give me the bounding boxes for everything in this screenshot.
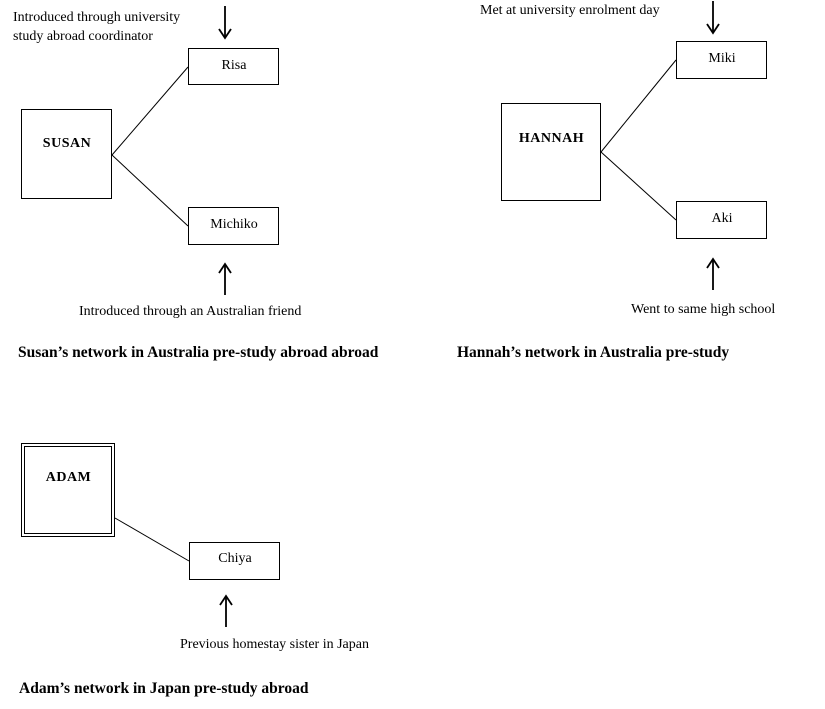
michiko-box (188, 207, 279, 245)
adam-center-label: ADAM (45, 470, 92, 485)
susan-note-bottom: Introduced through an Australian friend (79, 304, 302, 319)
risa-label: Risa (221, 58, 247, 73)
hannah-miki-link (600, 59, 677, 153)
risa-box (188, 48, 279, 85)
arrow-down-icon (218, 6, 232, 40)
michiko-label: Michiko (210, 217, 258, 232)
susan-caption: Susan’s network in Australia pre-study a… (18, 344, 379, 361)
susan-box (21, 109, 112, 199)
susan-center-label: SUSAN (42, 136, 92, 151)
adam-chiya-link (114, 517, 190, 562)
arrow-down-icon (706, 1, 720, 35)
arrow-up-icon (219, 594, 233, 627)
hannah-box (501, 103, 601, 201)
arrow-up-icon (706, 257, 720, 290)
aki-label: Aki (711, 211, 733, 226)
hannah-center-label: HANNAH (518, 131, 585, 146)
hannah-note-top: Met at university enrolment day (480, 3, 660, 18)
arrow-up-icon (218, 262, 232, 295)
susan-michiko-link (111, 154, 189, 227)
susan-note-top-line2: study abroad coordinator (13, 29, 153, 44)
adam-note: Previous homestay sister in Japan (180, 637, 369, 652)
hannah-caption: Hannah’s network in Australia pre-study (457, 344, 730, 361)
susan-risa-link (111, 66, 189, 156)
chiya-label: Chiya (218, 551, 252, 566)
chiya-box (189, 542, 280, 580)
susan-note-top-line1: Introduced through university (13, 10, 181, 25)
miki-label: Miki (708, 51, 736, 66)
hannah-note-bottom: Went to same high school (631, 302, 776, 317)
aki-box (676, 201, 767, 239)
miki-box (676, 41, 767, 79)
adam-box-inner (24, 446, 112, 534)
hannah-aki-link (600, 151, 677, 221)
adam-caption: Adam’s network in Japan pre-study abroad (19, 680, 309, 697)
